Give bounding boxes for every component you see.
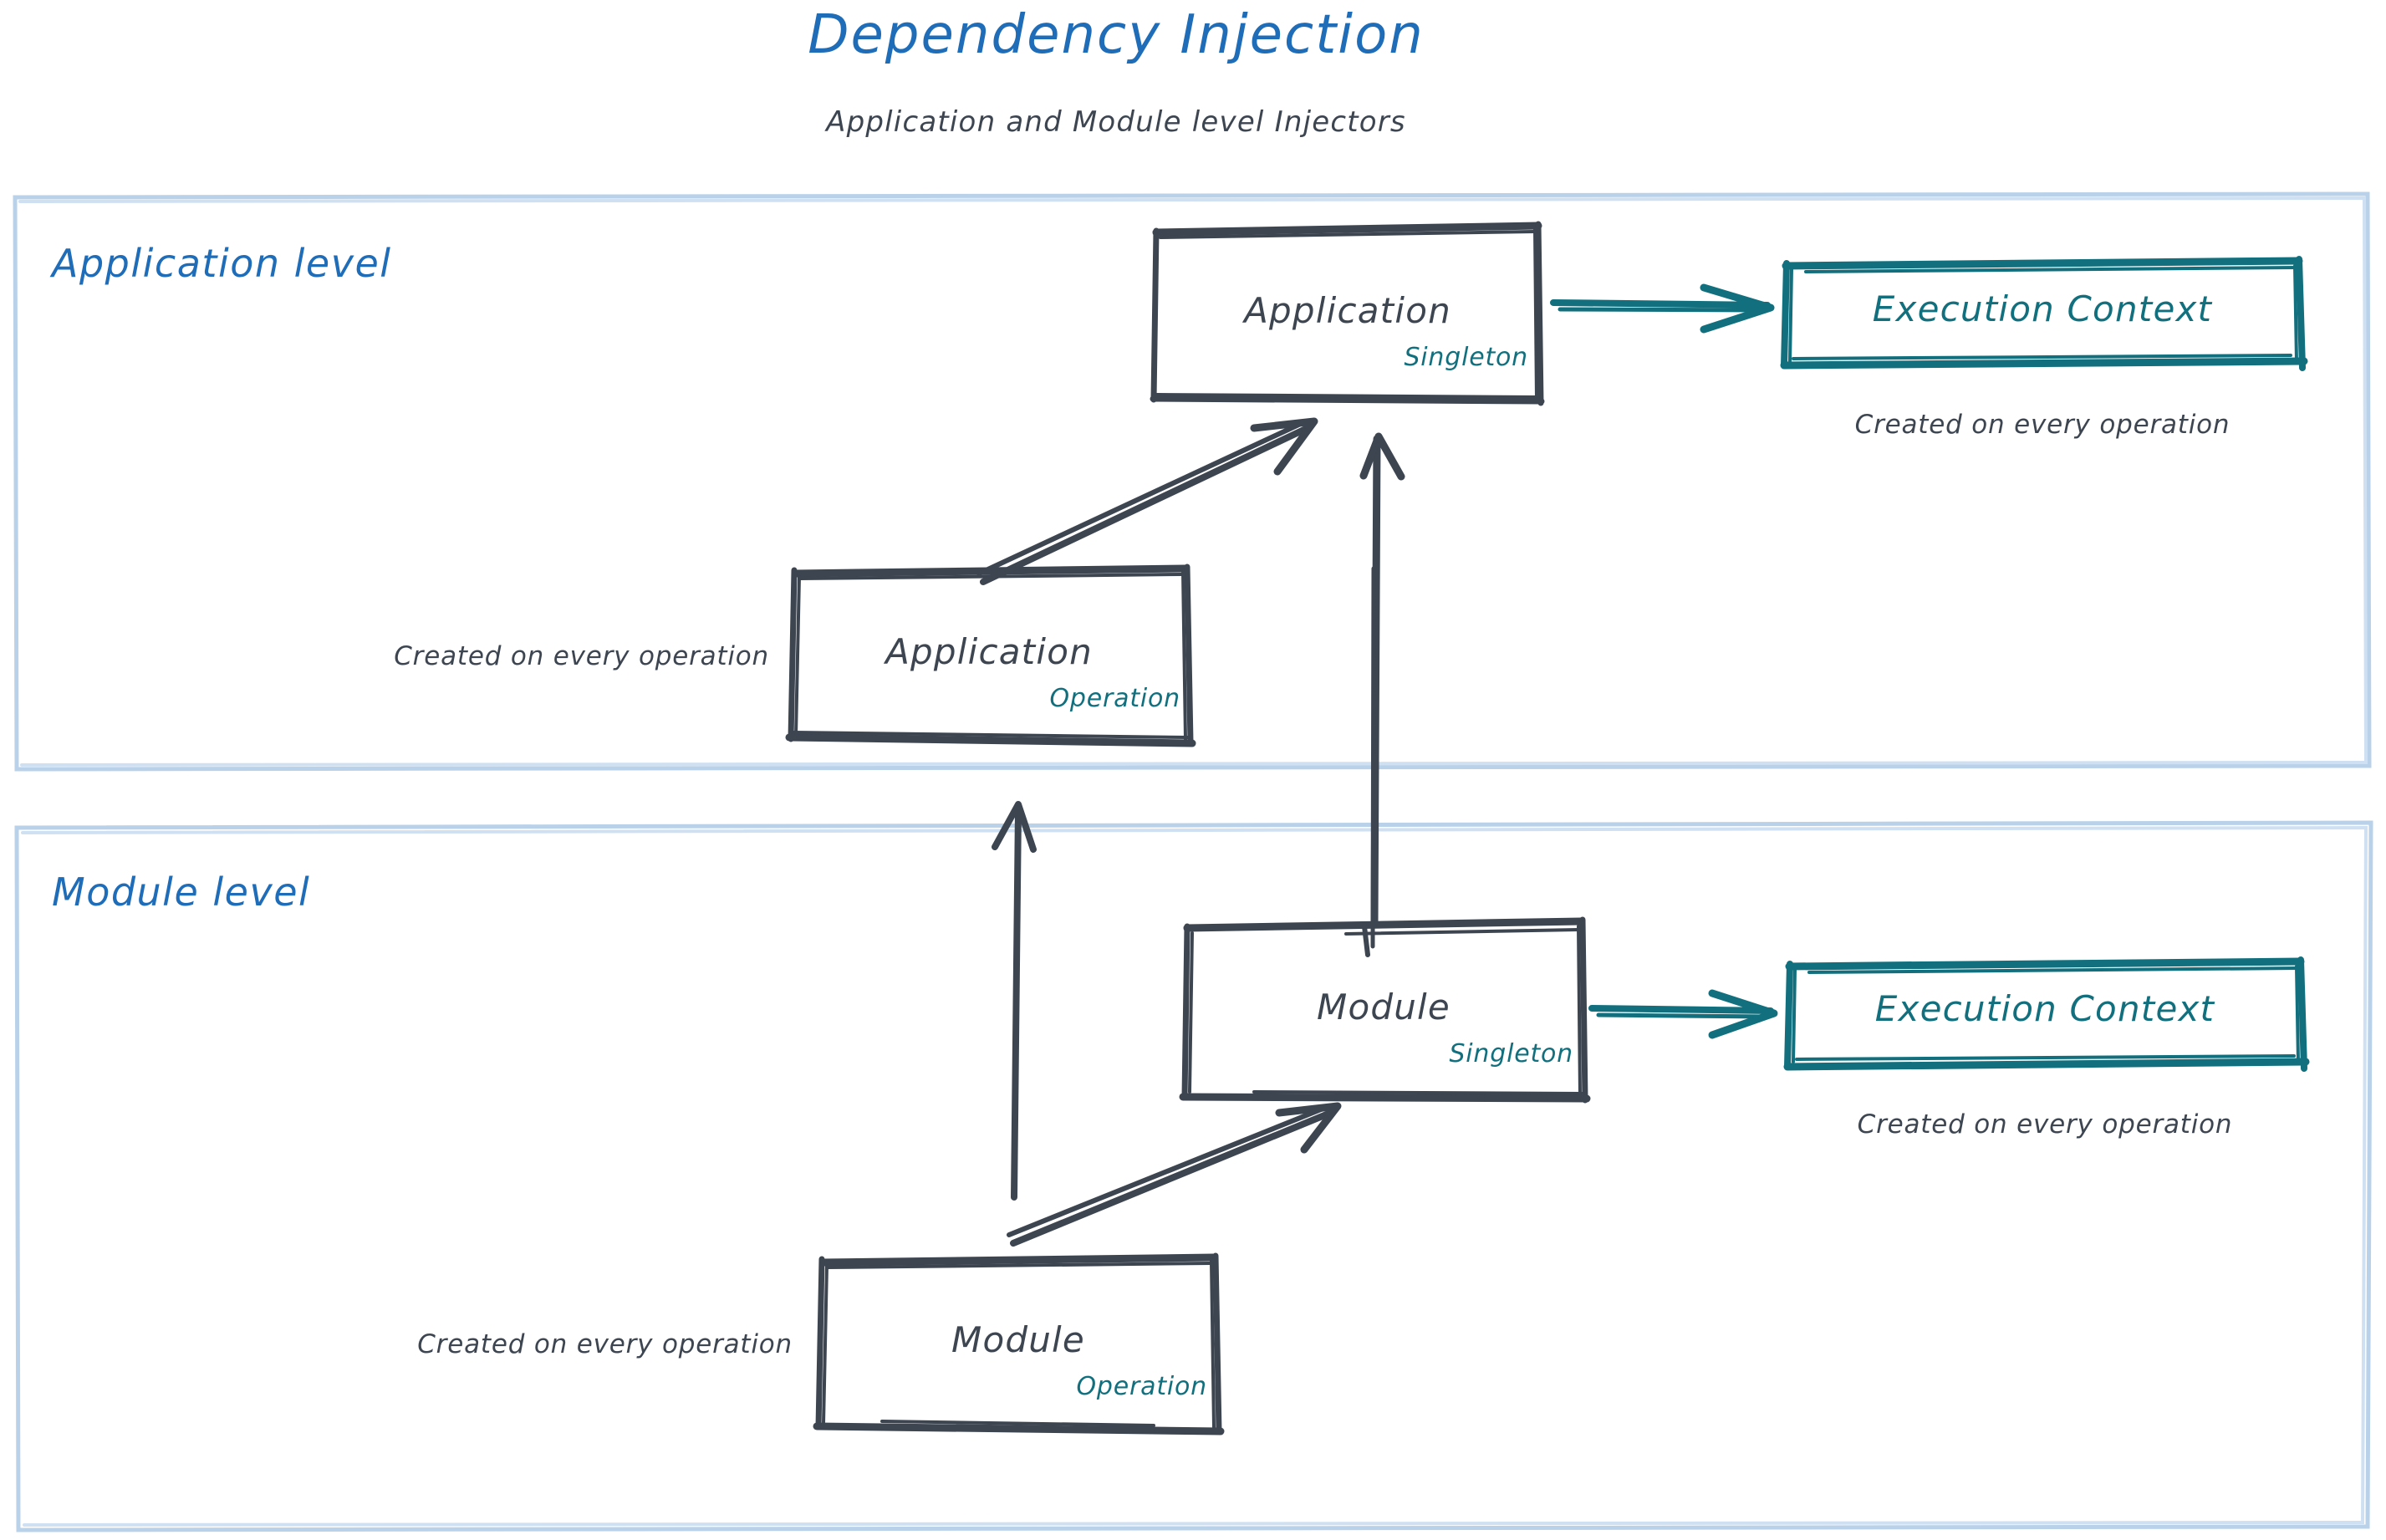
execution-context-module-box[interactable] [1783,956,2310,1072]
execution-context-module-title: Execution Context [1874,988,2215,1029]
module-level-container [14,820,2373,1532]
edge-app-singleton-to-exec-context [1550,283,1775,334]
module-singleton-title: Module [1317,987,1450,1028]
page-title: Dependency Injection [808,4,1425,66]
page-subtitle: Application and Module level Injectors [826,105,1406,139]
edge-module-operation-to-app-operation [992,801,1037,1201]
edge-app-operation-to-app-singleton [976,417,1318,585]
module-operation-box[interactable] [813,1252,1225,1435]
module-operation-scope: Operation [1076,1372,1207,1401]
application-singleton-box[interactable] [1150,221,1545,406]
edge-module-operation-to-module-singleton [1007,1102,1342,1247]
execution-context-app-title: Execution Context [1872,288,2213,329]
module-singleton-scope: Singleton [1449,1039,1573,1068]
module-operation-title: Module [951,1319,1085,1360]
edge-module-singleton-to-app-singleton [1359,432,1405,957]
application-level-container [13,191,2372,772]
application-operation-note: Created on every operation [394,641,769,671]
application-operation-scope: Operation [1049,684,1180,713]
module-singleton-box[interactable] [1179,916,1591,1104]
edge-module-singleton-to-exec-context [1588,989,1778,1039]
application-singleton-title: Application [1244,290,1451,331]
module-operation-note: Created on every operation [417,1329,793,1359]
execution-context-app-note: Created on every operation [1854,410,2231,440]
group-label-application-level: Application level [52,241,392,286]
execution-context-module-note: Created on every operation [1857,1109,2233,1140]
application-singleton-scope: Singleton [1404,343,1528,372]
execution-context-app-box[interactable] [1780,256,2308,371]
group-label-module-level: Module level [52,869,311,915]
application-operation-title: Application [885,631,1093,672]
